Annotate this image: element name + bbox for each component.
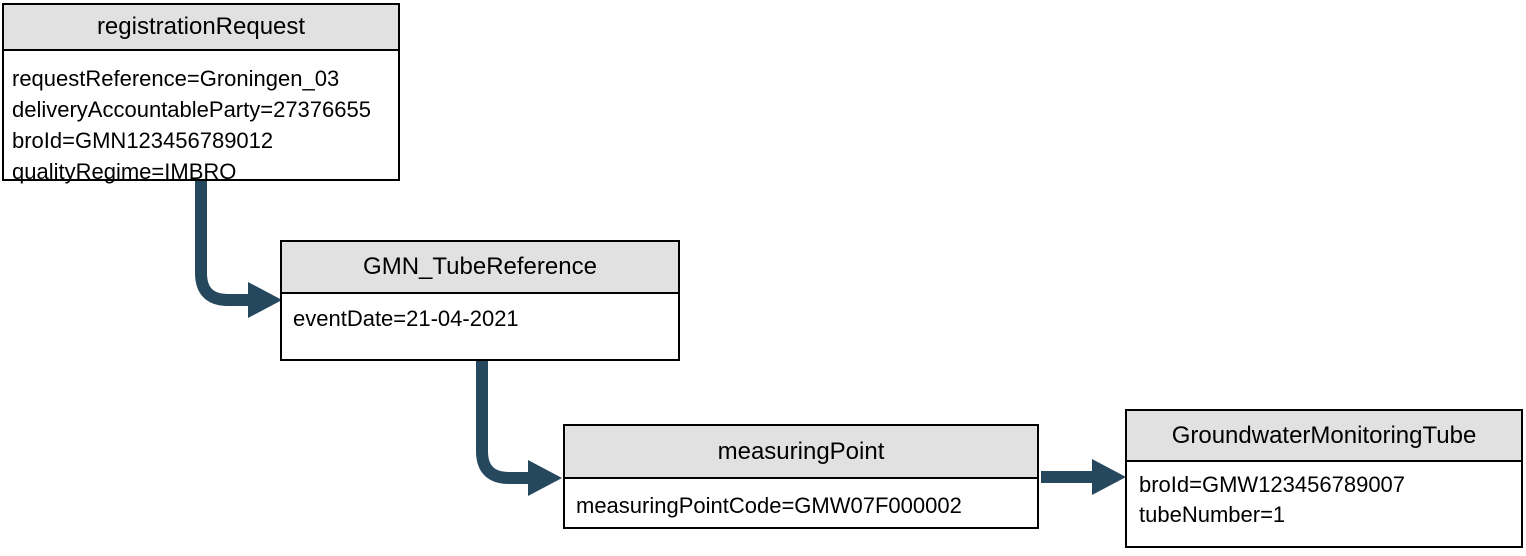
node-header: registrationRequest <box>4 5 398 51</box>
arrow-registrationRequest-to-gmnTubeReference <box>195 181 282 318</box>
node-header: GMN_TubeReference <box>282 242 678 294</box>
attribute-line: eventDate=21-04-2021 <box>293 306 519 331</box>
attribute-line: qualityRegime=IMBRO <box>12 159 237 184</box>
arrowhead <box>1092 459 1126 495</box>
arrowhead <box>528 460 562 496</box>
node-title: measuringPoint <box>717 437 885 465</box>
attribute-line: requestReference=Groningen_03 <box>12 66 340 91</box>
node-title: registrationRequest <box>96 13 306 40</box>
arrow-shaft <box>195 181 248 306</box>
node-body: broId=GMW123456789007 tubeNumber=1 <box>1127 462 1521 530</box>
node-header: GroundwaterMonitoringTube <box>1127 411 1521 462</box>
node-body: measuringPointCode=GMW07F000002 <box>565 479 1037 521</box>
attribute-line: deliveryAccountableParty=27376655 <box>12 97 371 122</box>
node-body: requestReference=Groningen_03 deliveryAc… <box>4 51 398 187</box>
attribute-line: broId=GMW123456789007 <box>1139 472 1406 497</box>
attribute-line: measuringPointCode=GMW07F000002 <box>576 493 962 518</box>
node-groundwater-monitoring-tube: GroundwaterMonitoringTube broId=GMW12345… <box>1125 409 1523 548</box>
node-header: measuringPoint <box>565 426 1037 479</box>
node-title: GMN_TubeReference <box>363 253 597 280</box>
arrow-shaft <box>476 361 528 484</box>
node-registration-request: registrationRequest requestReference=Gro… <box>2 3 400 184</box>
attribute-line: tubeNumber=1 <box>1139 502 1286 527</box>
node-title: GroundwaterMonitoringTube <box>1171 421 1477 449</box>
node-measuring-point: measuringPoint measuringPointCode=GMW07F… <box>563 424 1039 529</box>
node-gmn-tube-reference: GMN_TubeReference eventDate=21-04-2021 <box>280 240 680 361</box>
arrow-gmnTubeReference-to-measuringPoint <box>476 361 562 496</box>
arrowhead <box>248 282 282 318</box>
arrow-measuringPoint-to-groundwaterMonitoringTube <box>1041 459 1126 495</box>
attribute-line: broId=GMN123456789012 <box>12 128 274 153</box>
node-body: eventDate=21-04-2021 <box>282 294 678 334</box>
